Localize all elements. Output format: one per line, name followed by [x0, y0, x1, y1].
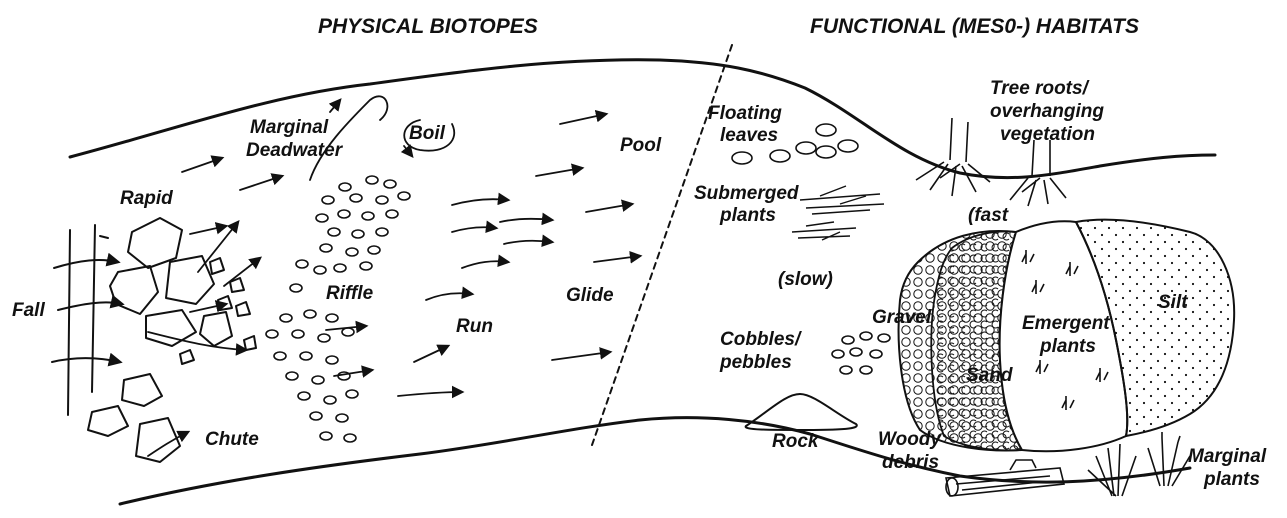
label-marginal-plants: Marginal: [1188, 446, 1267, 467]
submerged-plants: [792, 186, 884, 240]
cobbles-pebbles: [832, 332, 890, 374]
label-rapid: Rapid: [120, 188, 173, 209]
label-rock: Rock: [772, 431, 820, 452]
label-vegetation: vegetation: [1000, 124, 1095, 145]
title-physical-biotopes: PHYSICAL BIOTOPES: [318, 15, 538, 38]
rapid-boulders: [88, 218, 256, 462]
label-pebbles: pebbles: [719, 352, 792, 373]
label-sand: Sand: [966, 365, 1013, 386]
label-glide: Glide: [566, 285, 614, 306]
label-floating: Floating: [708, 103, 782, 124]
fall-lines: [52, 225, 122, 415]
label-slow: (slow): [778, 269, 833, 290]
label-pool: Pool: [620, 135, 662, 156]
label-submerged: Submerged: [694, 183, 799, 204]
label-fall: Fall: [12, 300, 45, 321]
title-functional-habitats: FUNCTIONAL (MES0-) HABITATS: [810, 15, 1139, 38]
flow-arrows: [148, 96, 640, 456]
label-run: Run: [456, 316, 493, 337]
label-submerged-plants: plants: [719, 205, 776, 226]
label-silt: Silt: [1158, 292, 1188, 313]
label-deadwater: Deadwater: [246, 140, 344, 161]
riffle-pebbles: [266, 176, 410, 442]
label-woody: Woody: [878, 429, 942, 450]
label-leaves: leaves: [720, 125, 778, 146]
label-riffle: Riffle: [326, 283, 374, 304]
label-gravel: Gravel: [872, 307, 932, 328]
label-emergent: Emergent: [1022, 313, 1110, 334]
label-debris: debris: [882, 452, 939, 473]
label-tree-roots: Tree roots/: [990, 78, 1090, 99]
label-cobbles: Cobbles/: [720, 329, 802, 350]
label-marginal: Marginal: [250, 117, 329, 138]
label-boil: Boil: [409, 123, 446, 144]
label-marginal-plants-2: plants: [1203, 469, 1260, 490]
label-emergent-plants: plants: [1039, 336, 1096, 357]
label-overhanging: overhanging: [990, 101, 1104, 122]
label-chute: Chute: [205, 429, 259, 450]
label-fast: (fast: [968, 205, 1009, 226]
